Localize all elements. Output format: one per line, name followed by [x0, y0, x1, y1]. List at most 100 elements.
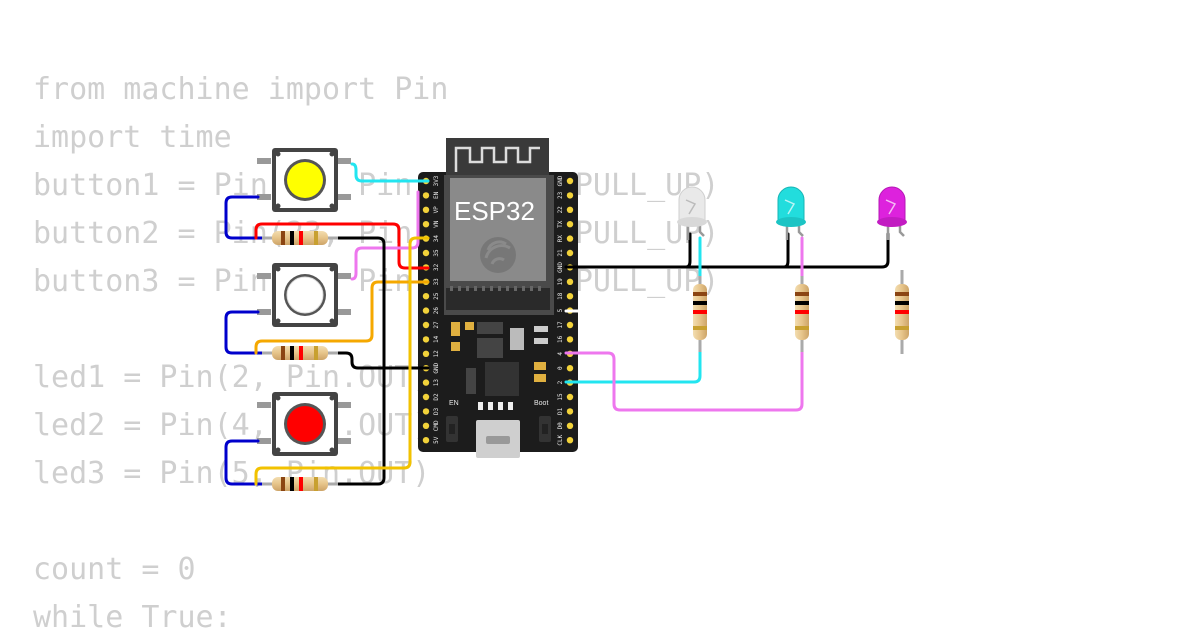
- pin-label: GND: [433, 362, 440, 373]
- resistor[interactable]: [693, 276, 707, 352]
- en-button-label: EN: [449, 400, 459, 407]
- espressif-logo-icon: [480, 237, 516, 273]
- header-pin[interactable]: [566, 249, 574, 257]
- pin-label: 35: [433, 249, 440, 257]
- button-cap[interactable]: [287, 162, 323, 198]
- header-pin[interactable]: [422, 192, 430, 199]
- wire-blue: [224, 195, 264, 240]
- header-pin[interactable]: [566, 278, 574, 285]
- boot-button-label: Boot: [534, 400, 548, 407]
- resistor[interactable]: [795, 276, 809, 352]
- resistor[interactable]: [895, 270, 909, 354]
- pin-label: CMD: [433, 420, 440, 431]
- led-white[interactable]: [677, 186, 707, 240]
- pin-label: 15: [557, 393, 564, 401]
- header-pin[interactable]: [566, 321, 574, 329]
- header-pin[interactable]: [566, 192, 574, 199]
- pin-label: VN: [433, 220, 440, 228]
- header-pin[interactable]: [422, 350, 430, 357]
- wire-yellow: [254, 236, 430, 486]
- pin-label: GND: [557, 175, 564, 186]
- pin-label: TX: [557, 220, 564, 228]
- code-line: from machine import Pin: [33, 72, 449, 107]
- pin-label: 23: [557, 191, 564, 199]
- pin-label: 26: [433, 307, 440, 315]
- pin-label: 34: [433, 235, 440, 243]
- code-line: led1 = Pin(2, Pin.OUT): [33, 360, 431, 395]
- header-pin[interactable]: [422, 321, 430, 329]
- resistor[interactable]: [262, 477, 338, 491]
- pin-label: GND: [557, 262, 564, 273]
- led-cyan[interactable]: [776, 186, 806, 240]
- wire-cyan: [350, 162, 430, 183]
- header-pin[interactable]: [422, 307, 430, 314]
- wire-pink: [564, 342, 804, 412]
- button-cap[interactable]: [286, 276, 324, 314]
- pin-label: 14: [433, 335, 440, 343]
- header-pin[interactable]: [422, 336, 430, 343]
- header-pin[interactable]: [422, 249, 430, 257]
- board-label: ESP32: [454, 196, 535, 226]
- pin-label: 18: [557, 292, 564, 300]
- pin-label: 16: [557, 335, 564, 343]
- esp32-board[interactable]: ESP32 EN Boot: [418, 138, 578, 458]
- header-pin[interactable]: [422, 393, 430, 401]
- pin-label: 5: [557, 308, 564, 312]
- resistor[interactable]: [262, 346, 338, 360]
- led-magenta[interactable]: [877, 186, 907, 240]
- pin-label: RX: [557, 235, 564, 243]
- pin-label: 33: [433, 278, 440, 286]
- pin-label: 22: [557, 206, 564, 214]
- pin-label: 2: [557, 380, 564, 384]
- pushbutton-white[interactable]: [257, 263, 351, 327]
- wire-blue: [224, 439, 264, 486]
- pin-label: 0: [557, 366, 564, 370]
- header-pin[interactable]: [566, 422, 574, 429]
- header-pin[interactable]: [422, 379, 430, 386]
- button-cap[interactable]: [287, 406, 323, 442]
- pin-label: 21: [557, 249, 564, 257]
- header-pin[interactable]: [566, 336, 574, 343]
- header-pin[interactable]: [566, 206, 574, 213]
- header-pin[interactable]: [422, 408, 430, 415]
- header-pin[interactable]: [566, 393, 574, 401]
- pushbutton-yellow[interactable]: [257, 148, 351, 212]
- pin-label: CLK: [557, 434, 564, 445]
- pin-label: D1: [557, 407, 564, 415]
- code-line: import time: [33, 120, 232, 155]
- header-pin[interactable]: [566, 177, 574, 185]
- header-pin[interactable]: [422, 437, 430, 444]
- header-pin[interactable]: [566, 235, 574, 242]
- pin-label: 25: [433, 292, 440, 300]
- pin-label: 5V: [433, 436, 440, 444]
- pin-label: 13: [433, 379, 440, 387]
- header-pin[interactable]: [422, 206, 430, 213]
- wires: [224, 162, 890, 486]
- wire-black: [328, 351, 430, 370]
- resistor[interactable]: [262, 231, 338, 245]
- code-line: while True:: [33, 600, 232, 635]
- header-pin[interactable]: [566, 365, 574, 372]
- pin-label: D0: [557, 422, 564, 430]
- pin-label: 19: [557, 278, 564, 286]
- pin-label: 27: [433, 321, 440, 329]
- header-pin[interactable]: [566, 408, 574, 415]
- pin-label: 32: [433, 263, 440, 271]
- wire-red: [254, 222, 430, 270]
- header-pin[interactable]: [422, 293, 430, 300]
- wire-black: [328, 236, 386, 486]
- pin-label: D2: [433, 393, 440, 401]
- header-pin[interactable]: [566, 293, 574, 300]
- header-pin[interactable]: [422, 422, 430, 429]
- pin-label: 3V3: [433, 175, 440, 186]
- header-pin[interactable]: [422, 221, 430, 228]
- wire-orange: [254, 280, 430, 355]
- pushbutton-red[interactable]: [257, 392, 351, 456]
- pin-label: VP: [433, 206, 440, 214]
- wire-cyan: [564, 342, 702, 384]
- header-pin[interactable]: [566, 437, 574, 444]
- header-pin[interactable]: [566, 221, 574, 228]
- pin-label: 12: [433, 350, 440, 358]
